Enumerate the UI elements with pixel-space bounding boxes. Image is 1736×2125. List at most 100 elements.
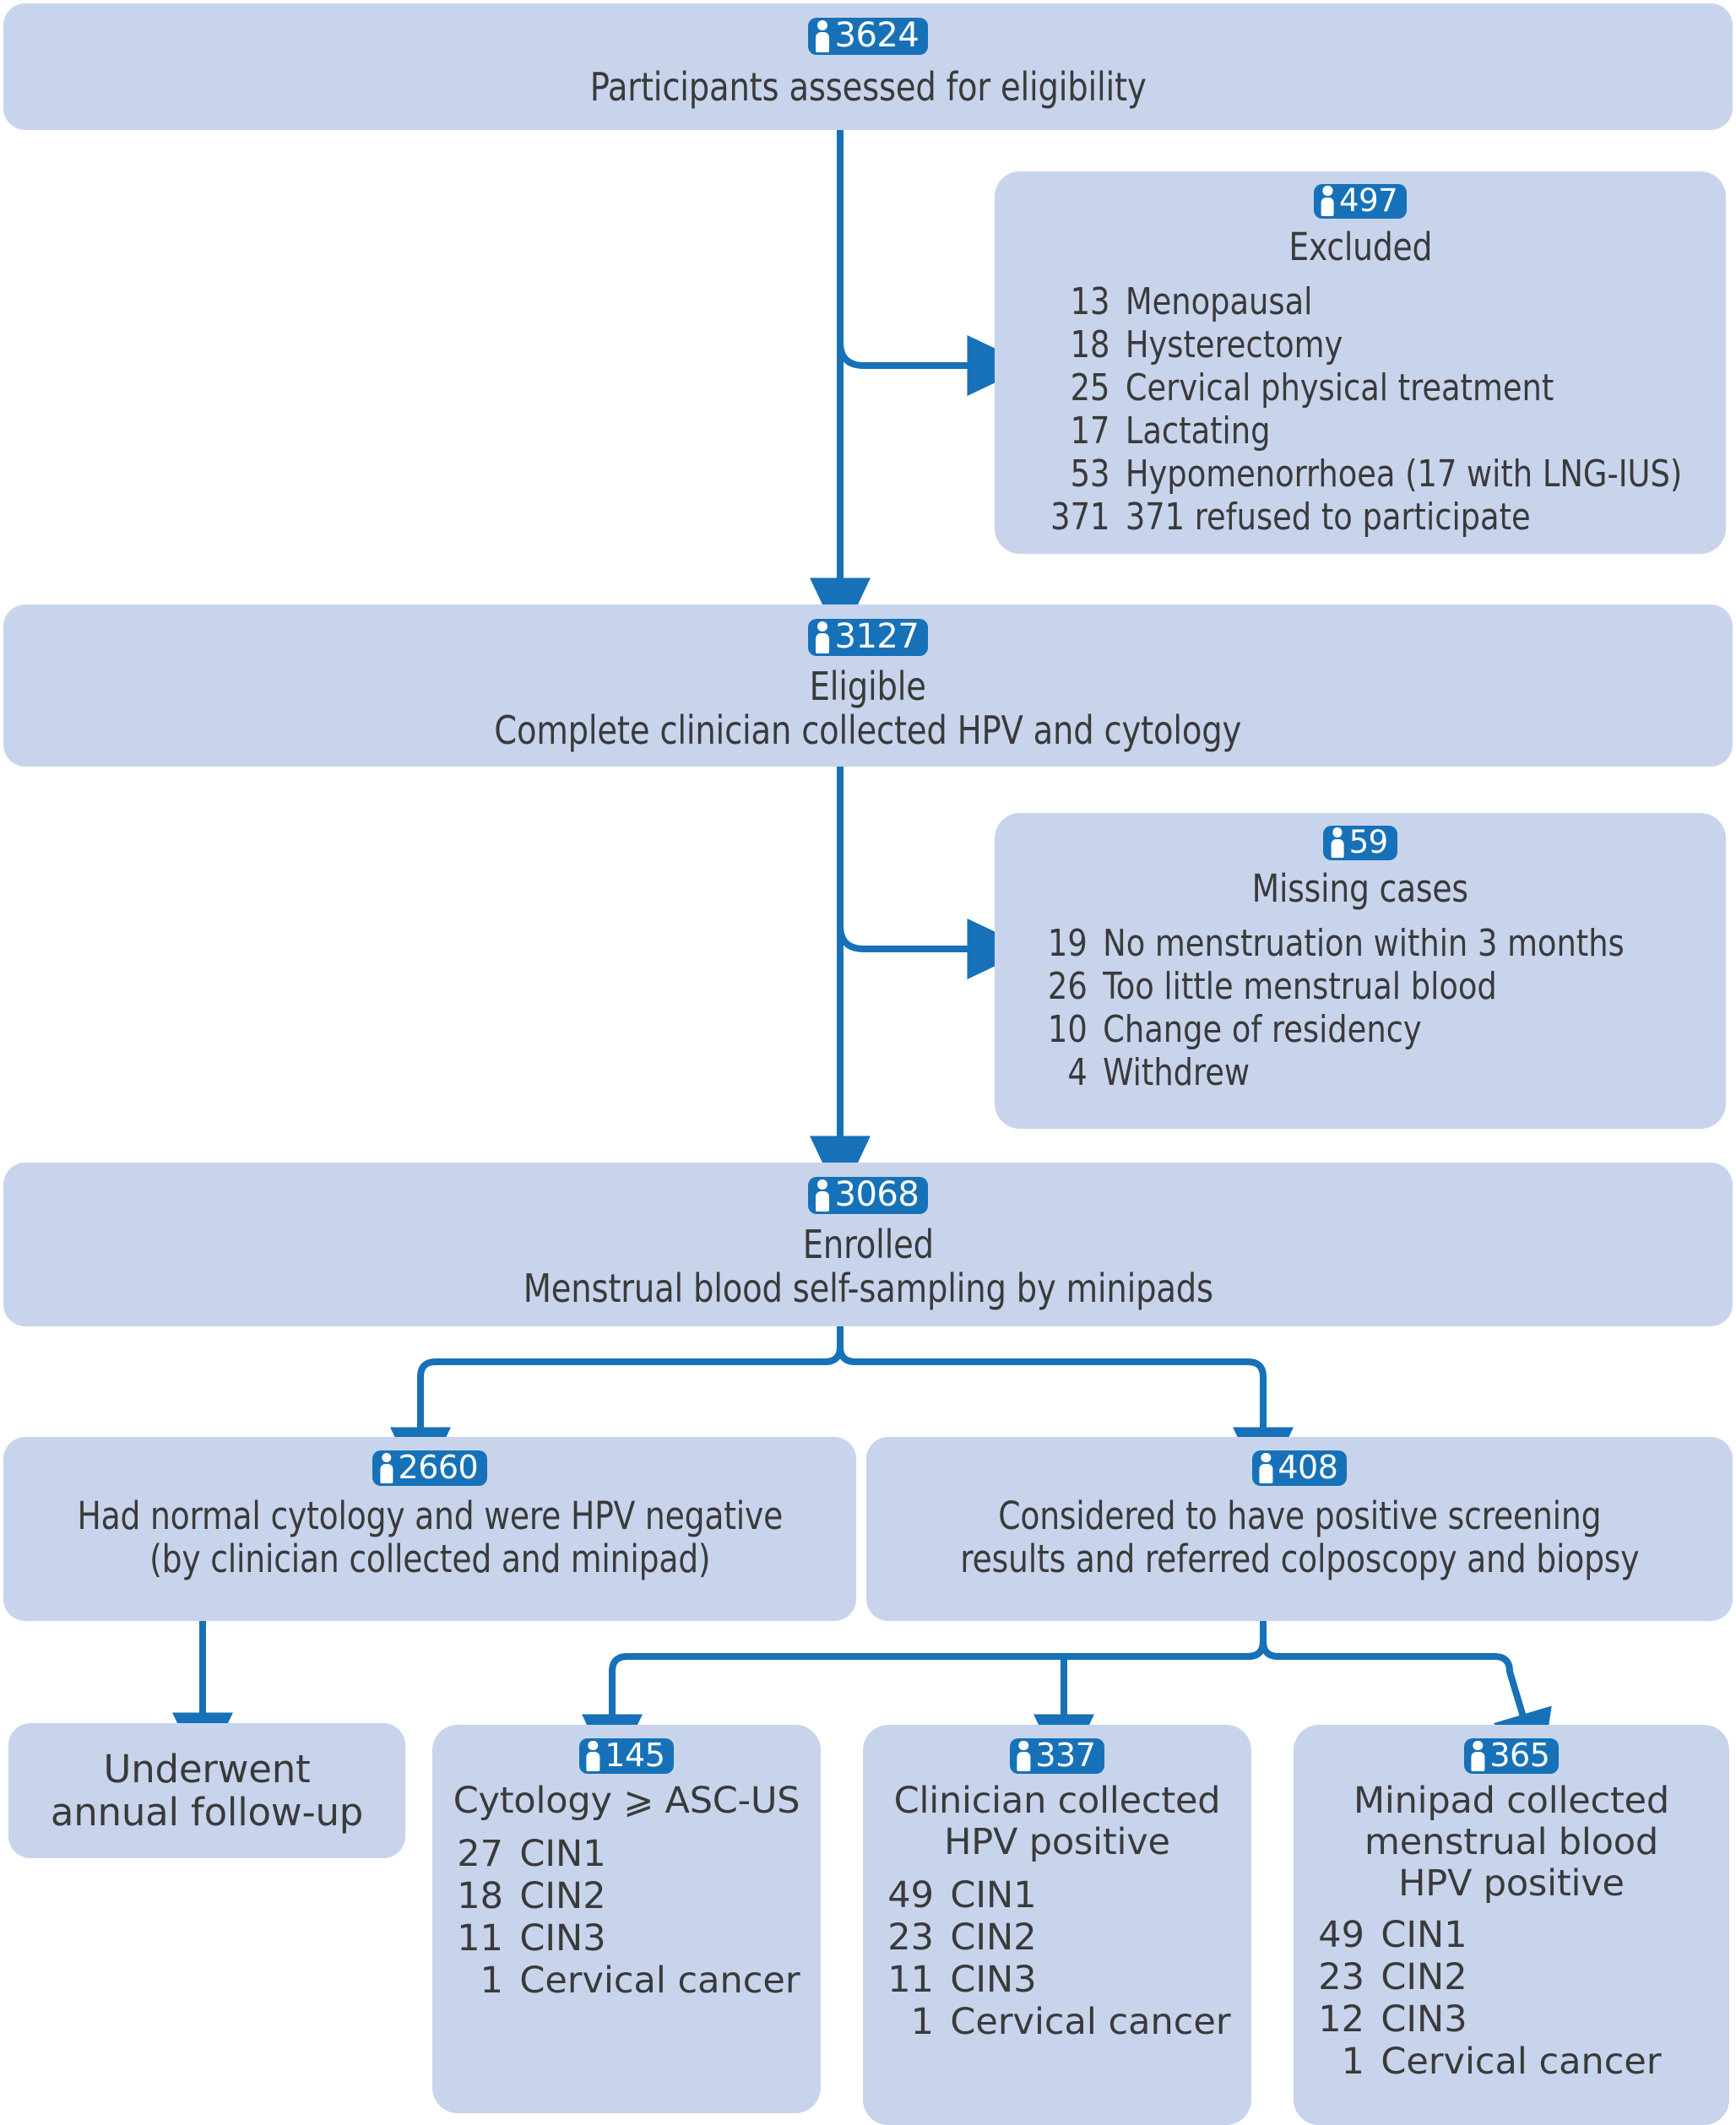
node-minipad-hpv: 365 Minipad collected menstrual blood HP… bbox=[1294, 1725, 1729, 2125]
item-count: 53 bbox=[1070, 453, 1110, 496]
badge-cytology: 145 bbox=[578, 1738, 675, 1774]
item-count: 49 bbox=[1318, 1914, 1364, 1957]
list-item: 10 Change of residency bbox=[1039, 1008, 1625, 1051]
item-label: Cervical physical treatment bbox=[1125, 366, 1554, 410]
item-count: 1 bbox=[910, 2000, 934, 2043]
badge-count: 3624 bbox=[834, 16, 920, 55]
list-item: 11 CIN3 bbox=[451, 1916, 800, 1960]
list-item: 26 Too little menstrual blood bbox=[1039, 965, 1625, 1008]
item-count: 371 bbox=[1050, 496, 1110, 539]
list-item: 23 CIN2 bbox=[882, 1916, 1231, 1960]
list-item: 11 CIN3 bbox=[882, 1958, 1231, 2002]
node-enrolled-title: Enrolled Menstrual blood self-sampling b… bbox=[523, 1222, 1213, 1312]
item-count: 1 bbox=[1341, 2040, 1364, 2083]
badge-clinician-hpv: 337 bbox=[1009, 1737, 1105, 1774]
item-label: CIN2 bbox=[1381, 1955, 1467, 1998]
badge-count: 408 bbox=[1278, 1449, 1338, 1486]
item-label: CIN3 bbox=[519, 1916, 606, 1960]
item-count: 23 bbox=[1318, 1955, 1364, 1998]
badge-count: 3068 bbox=[834, 1175, 920, 1214]
badge-assessed: 3624 bbox=[807, 16, 929, 55]
node-missing-title: Missing cases bbox=[1251, 866, 1469, 911]
person-icon bbox=[1016, 1739, 1033, 1771]
badge-minipad-hpv: 365 bbox=[1463, 1738, 1560, 1774]
item-count: 12 bbox=[1318, 1998, 1364, 2041]
item-label: Cervical cancer bbox=[519, 1959, 800, 2002]
node-assessed: 3624 Participants assessed for eligibili… bbox=[3, 3, 1733, 130]
node-clinician-hpv-title: Clinician collected HPV positive bbox=[893, 1780, 1221, 1864]
item-label: CIN1 bbox=[519, 1833, 606, 1876]
node-assessed-title: Participants assessed for eligibility bbox=[589, 64, 1147, 110]
node-excluded-title: Excluded bbox=[1288, 225, 1432, 269]
node-followup-title: Underwent annual follow-up bbox=[50, 1746, 364, 1835]
list-item: 1 Cervical cancer bbox=[882, 2000, 1231, 2044]
item-count: 23 bbox=[887, 1916, 934, 1959]
item-count: 17 bbox=[1070, 409, 1110, 453]
list-item: 13 Menopausal bbox=[1041, 280, 1683, 323]
node-positive-title: Considered to have positive screening re… bbox=[959, 1493, 1640, 1582]
node-clinician-hpv: 337 Clinician collected HPV positive 49 … bbox=[863, 1725, 1251, 2125]
edge-enrolled-negative bbox=[390, 1326, 844, 1492]
list-item: 17 Lactating bbox=[1041, 409, 1683, 453]
edge-enrolled-positive bbox=[837, 1326, 1294, 1492]
node-positive: 408 Considered to have positive screenin… bbox=[866, 1437, 1733, 1621]
node-negative-title: Had normal cytology and were HPV negativ… bbox=[77, 1493, 783, 1582]
item-count: 11 bbox=[887, 1958, 934, 2001]
minipad-hpv-item-list: 49 CIN1 23 CIN2 12 CIN3 1 Cervical cance… bbox=[1312, 1914, 1662, 2084]
item-label: Change of residency bbox=[1103, 1008, 1422, 1052]
badge-eligible: 3127 bbox=[807, 617, 929, 656]
item-label: Cervical cancer bbox=[1381, 2040, 1662, 2083]
list-item: 19 No menstruation within 3 months bbox=[1039, 922, 1625, 965]
excluded-item-list: 13 Menopausal 18 Hysterectomy 25 Cervica… bbox=[1017, 280, 1706, 539]
item-label: No menstruation within 3 months bbox=[1103, 922, 1625, 966]
person-icon bbox=[814, 19, 832, 52]
item-label: CIN2 bbox=[950, 1916, 1037, 1959]
badge-positive: 408 bbox=[1251, 1449, 1348, 1486]
edge-assessed-excluded bbox=[837, 335, 1032, 396]
item-label: Hypomenorrhoea (17 with LNG-IUS) bbox=[1125, 453, 1683, 496]
item-count: 10 bbox=[1047, 1008, 1088, 1052]
item-label: Cervical cancer bbox=[950, 2000, 1231, 2043]
item-label: Lactating bbox=[1125, 409, 1271, 453]
item-label: Withdrew bbox=[1103, 1051, 1250, 1095]
list-item: 27 CIN1 bbox=[451, 1833, 800, 1876]
clinician-hpv-item-list: 49 CIN1 23 CIN2 11 CIN3 1 Cervical cance… bbox=[882, 1874, 1231, 2044]
item-count: 13 bbox=[1070, 280, 1110, 324]
cytology-item-list: 27 CIN1 18 CIN2 11 CIN3 1 Cervical cance… bbox=[451, 1833, 800, 2003]
list-item: 49 CIN1 bbox=[1312, 1914, 1662, 1957]
item-label: CIN1 bbox=[950, 1874, 1037, 1917]
badge-count: 3127 bbox=[834, 617, 920, 656]
edge-positive-cytology bbox=[582, 1621, 1267, 1779]
badge-count: 59 bbox=[1348, 824, 1389, 860]
badge-excluded: 497 bbox=[1313, 182, 1408, 219]
item-label: CIN1 bbox=[1381, 1914, 1467, 1957]
list-item: 23 CIN2 bbox=[1312, 1955, 1662, 1999]
edge-eligible-missing bbox=[837, 919, 1032, 979]
item-label: CIN3 bbox=[1381, 1998, 1467, 2041]
list-item: 25 Cervical physical treatment bbox=[1041, 366, 1683, 409]
badge-count: 497 bbox=[1339, 182, 1398, 219]
person-icon bbox=[1320, 185, 1336, 216]
node-eligible-title: Eligible Complete clinician collected HP… bbox=[494, 664, 1242, 754]
node-missing: 59 Missing cases 19 No menstruation with… bbox=[995, 813, 1726, 1129]
item-label: CIN2 bbox=[519, 1874, 606, 1917]
node-minipad-hpv-title: Minipad collected menstrual blood HPV po… bbox=[1353, 1780, 1669, 1905]
item-count: 27 bbox=[457, 1833, 503, 1876]
item-label: 371 refused to participate bbox=[1125, 496, 1531, 539]
badge-enrolled: 3068 bbox=[807, 1175, 929, 1214]
item-count: 11 bbox=[457, 1916, 503, 1960]
item-count: 18 bbox=[1070, 323, 1110, 367]
list-item: 1 Cervical cancer bbox=[451, 1960, 800, 2003]
badge-missing: 59 bbox=[1323, 826, 1397, 860]
item-label: Menopausal bbox=[1125, 280, 1313, 324]
list-item: 1 Cervical cancer bbox=[1312, 2041, 1662, 2084]
list-item: 18 CIN2 bbox=[451, 1874, 800, 1918]
person-icon bbox=[1470, 1739, 1487, 1771]
item-count: 19 bbox=[1047, 922, 1088, 966]
badge-negative: 2660 bbox=[372, 1450, 488, 1486]
person-icon bbox=[1329, 827, 1345, 858]
badge-count: 337 bbox=[1035, 1737, 1096, 1774]
missing-item-list: 19 No menstruation within 3 months 26 To… bbox=[1017, 922, 1646, 1094]
item-count: 4 bbox=[1067, 1051, 1088, 1095]
